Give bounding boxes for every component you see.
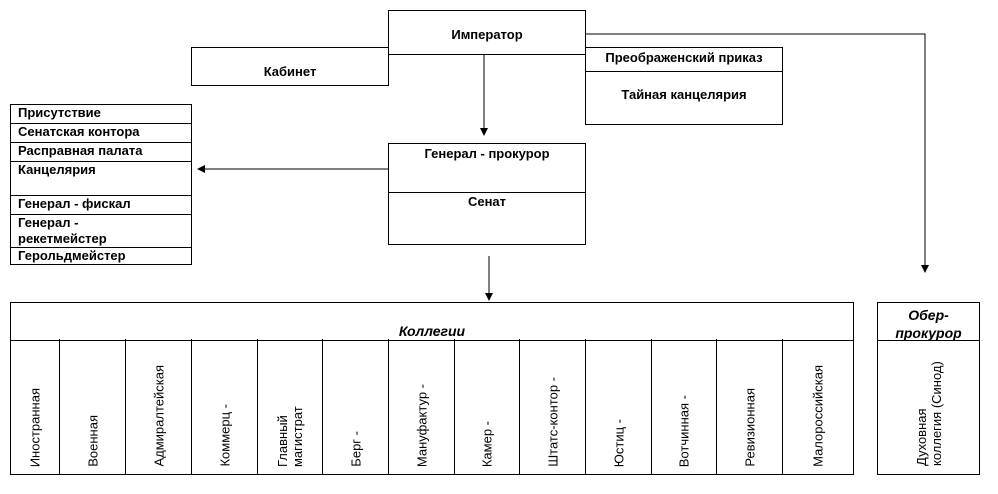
collegia-title: Коллегии (398, 323, 466, 339)
collegium-cell: Вотчинная - (651, 339, 716, 475)
senate-label: Сенат (467, 194, 507, 209)
divider (389, 192, 585, 193)
collegia-bottom-border (10, 474, 854, 475)
collegium-cell: Малороссийская (782, 339, 854, 475)
collegium-cell: Мануфактур - (388, 339, 454, 475)
collegium-label: Штатс-контор - (545, 377, 560, 467)
collegium-label: Мануфактур - (414, 383, 429, 467)
list-item: Канцелярия (11, 162, 191, 196)
cabinet-box: Кабинет (191, 47, 389, 86)
collegium-label: Малороссийская (810, 365, 826, 467)
collegium-cell: Юстиц - (585, 339, 651, 475)
collegium-cell: Камер - (454, 339, 519, 475)
divider (878, 340, 979, 341)
emperor-box: Император (388, 10, 586, 55)
collegium-cell: Иностранная (10, 339, 59, 475)
secret-police-box: Преображенский приказ Тайная канцелярия (585, 47, 783, 125)
senate-units-box: Присутствие Сенатская контора Расправная… (10, 104, 192, 265)
ober-prosecutor-label: Обер-прокурор (895, 307, 962, 341)
list-item: Расправная палата (11, 143, 191, 162)
collegium-label: Вотчинная - (676, 394, 692, 467)
synod-label: Духовная коллегия (Синод) (913, 361, 944, 466)
collegium-cell: Адмиралтейская (125, 339, 191, 475)
emperor-label: Император (451, 27, 523, 42)
divider (586, 71, 782, 72)
collegium-label: Военная (85, 415, 100, 467)
collegium-cell: Берг - (322, 339, 388, 475)
gen-prosecutor-label: Генерал - прокурор (424, 146, 550, 161)
collegium-cell: Штатс-контор - (519, 339, 585, 475)
collegium-label: Иностранная (27, 387, 43, 467)
arrow-emperor-to-ober (586, 33, 929, 273)
collegium-label: Камер - (479, 420, 495, 467)
list-item: Сенатская контора (11, 124, 191, 143)
synod-box: Обер-прокурор Духовная коллегия (Синод) (877, 302, 980, 475)
collegium-label: Ревизионная (742, 388, 757, 467)
divider (11, 340, 853, 341)
collegium-label: Адмиралтейская (151, 365, 166, 467)
cabinet-label: Кабинет (263, 64, 317, 79)
collegium-label: Берг - (348, 431, 363, 467)
preobrazhensky-label: Преображенский приказ (605, 50, 763, 65)
collegia-box: Коллегии (10, 302, 854, 475)
collegium-label: Коммерц - (217, 404, 232, 467)
collegium-label: Главный магистрат (275, 406, 305, 467)
list-item: Генерал - фискал (11, 196, 191, 215)
collegium-cell: Ревизионная (716, 339, 782, 475)
collegium-label: Юстиц - (611, 418, 626, 467)
collegium-cell: Главный магистрат (257, 339, 322, 475)
list-item: Присутствие (11, 105, 191, 124)
collegium-cell: Военная (59, 339, 125, 475)
senate-box: Генерал - прокурор Сенат (388, 143, 586, 245)
list-item: Генерал - рекетмейстер (11, 215, 191, 248)
secret-chancellery-label: Тайная канцелярия (621, 87, 747, 102)
list-item: Герольдмейстер (18, 248, 126, 263)
collegium-cell: Коммерц - (191, 339, 257, 475)
